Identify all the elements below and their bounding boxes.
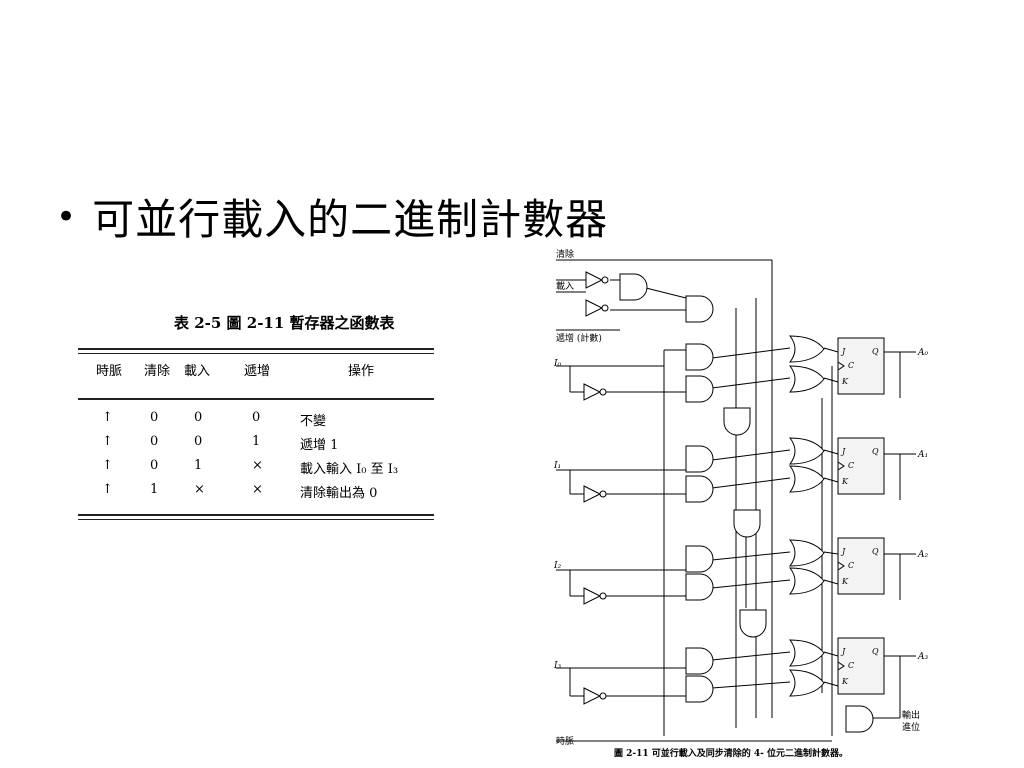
header-load: 載入: [184, 364, 211, 379]
cell: ×: [194, 482, 205, 497]
cell: 遞增 1: [300, 438, 339, 453]
ff-c-label: C: [848, 661, 854, 670]
ff-k-label: K: [841, 577, 849, 586]
ff-k-label: K: [841, 477, 849, 486]
table-caption: 表 2-5 圖 2-11 暫存器之函數表: [174, 314, 395, 332]
figure-caption: 圖 2-11 可並行載入及同步清除的 4- 位元二進制計數器。: [614, 747, 848, 759]
and-gate: [685, 445, 714, 473]
cell: 不變: [300, 414, 327, 429]
ff-k-label: K: [841, 377, 849, 386]
header-operation: 操作: [348, 364, 375, 379]
cell: 1: [252, 434, 261, 449]
inverter: [583, 687, 607, 705]
ff-q-label: Q: [872, 347, 879, 356]
cell: 0: [194, 434, 203, 449]
cell: ×: [252, 482, 263, 497]
circuit-svg: 清除 載入 遞增 (計數) I₀ I₁ I₂ I₃ 時脈 J C K Q J C…: [553, 248, 928, 759]
cell: 0: [150, 410, 159, 425]
table-top-rule: [78, 348, 434, 350]
clear-label: 清除: [556, 248, 574, 260]
and-gate: [685, 647, 714, 675]
cell: 1: [150, 482, 159, 497]
or-gate: [789, 567, 825, 595]
cell: 清除輸出為 0: [300, 486, 378, 501]
cell: 0: [252, 410, 261, 425]
clock-label: 時脈: [556, 735, 574, 747]
ff-q-label: Q: [872, 647, 879, 656]
inverter: [583, 485, 607, 503]
cell: 1: [194, 458, 203, 473]
ff-c-label: C: [848, 461, 854, 470]
and-gate: [685, 573, 714, 601]
ff-q-label: Q: [872, 547, 879, 556]
or-gate: [789, 669, 825, 697]
output-a2-label: A₂: [917, 550, 928, 560]
or-gate: [789, 365, 825, 393]
ff-c-label: C: [848, 561, 854, 570]
and-gate: [733, 509, 761, 538]
load-label: 載入: [556, 280, 574, 292]
inverter: [585, 271, 609, 289]
header-increment: 遞增: [244, 364, 271, 379]
header-clear: 清除: [144, 364, 171, 379]
and-gate: [685, 375, 714, 403]
function-table: 表 2-5 圖 2-11 暫存器之函數表 時脈 清除 載入 遞增 操作 ↑ 0 …: [78, 308, 434, 528]
ff-q-label: Q: [872, 447, 879, 456]
input-i3-label: I₃: [553, 661, 562, 671]
or-gate: [789, 539, 825, 567]
input-i2-label: I₂: [553, 561, 562, 571]
input-i0-label: I₀: [553, 359, 562, 369]
ff-k-label: K: [841, 677, 849, 686]
or-gate: [789, 335, 825, 363]
input-i1-label: I₁: [553, 461, 561, 471]
and-gate: [739, 609, 767, 638]
cell: 0: [150, 458, 159, 473]
cell: ↑: [102, 410, 113, 425]
ff-j-label: J: [840, 347, 846, 356]
and-gate: [685, 675, 714, 703]
cell: ↑: [102, 434, 113, 449]
cell: ×: [252, 458, 263, 473]
bullet-item: • 可並行載入的二進制計數器: [56, 186, 608, 247]
ff-j-label: J: [840, 447, 846, 456]
inverter: [583, 383, 607, 401]
table-header-rule: [78, 398, 434, 400]
table-bottom-rule-2: [78, 519, 434, 520]
carry-and-gate: [845, 705, 874, 733]
and-gate: [619, 273, 648, 301]
and-gate: [723, 407, 751, 436]
and-gate: [685, 295, 714, 323]
counter-circuit-diagram: 清除 載入 遞增 (計數) I₀ I₁ I₂ I₃ 時脈 J C K Q J C…: [540, 248, 940, 760]
and-gate: [685, 343, 714, 371]
header-clock: 時脈: [96, 364, 123, 379]
ff-j-label: J: [840, 547, 846, 556]
table-top-rule-2: [78, 353, 434, 354]
cell: 載入輸入 I₀ 至 I₃: [300, 462, 399, 477]
output-a1-label: A₁: [917, 450, 928, 460]
increment-label: 遞增 (計數): [556, 332, 602, 344]
slide-title: 可並行載入的二進制計數器: [92, 195, 609, 244]
output-a0-label: A₀: [917, 348, 928, 358]
table-bottom-rule: [78, 514, 434, 516]
cell: ↑: [102, 482, 113, 497]
carry-out-label-line1: 輸出: [902, 709, 920, 721]
cell: ↑: [102, 458, 113, 473]
inverter: [583, 587, 607, 605]
inverter: [585, 299, 609, 317]
cell: 0: [194, 410, 203, 425]
ff-c-label: C: [848, 361, 854, 370]
carry-out-label-line2: 進位: [902, 721, 920, 733]
and-gate: [685, 545, 714, 573]
or-gate: [789, 639, 825, 667]
output-a3-label: A₃: [917, 652, 928, 662]
bullet-marker: •: [56, 196, 77, 237]
or-gate: [789, 437, 825, 465]
ff-j-label: J: [840, 647, 846, 656]
and-gate: [685, 475, 714, 503]
or-gate: [789, 465, 825, 493]
cell: 0: [150, 434, 159, 449]
